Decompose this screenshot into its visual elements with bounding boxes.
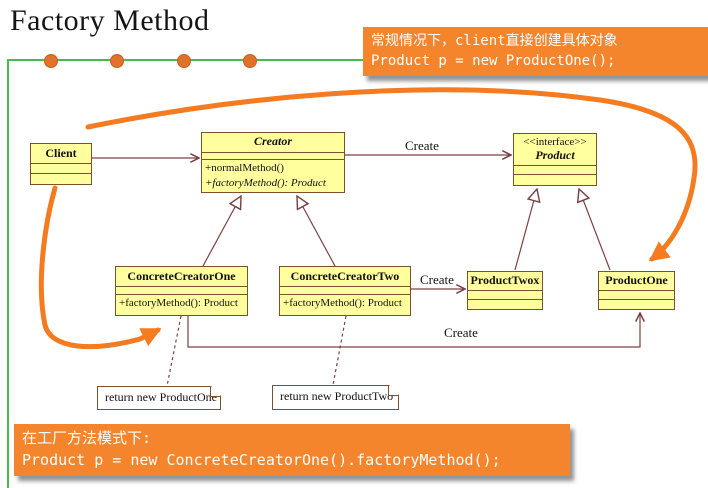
- class-concretecreatortwo-attrs: [280, 286, 410, 294]
- class-creator: Creator +normalMethod() +factoryMethod()…: [201, 132, 345, 193]
- generalization-producttwox-product: [514, 189, 537, 271]
- generalization-creatorone-creator: [202, 196, 241, 267]
- generalization-creatortwo-creator: [297, 196, 336, 267]
- note-link-creatorone: [166, 315, 182, 387]
- class-producttwox-attrs: [468, 290, 542, 299]
- callout-bottom-line2: Product p = new ConcreteCreatorOne().fac…: [22, 450, 501, 469]
- class-concretecreatorone: ConcreteCreatorOne +factoryMethod(): Pro…: [115, 266, 248, 316]
- bullet-dot-icon: [243, 54, 257, 68]
- callout-factory-method: 在工厂方法模式下: Product p = new ConcreteCreato…: [14, 424, 570, 476]
- bullet-dot-icon: [177, 54, 191, 68]
- note-return-productone: return new ProductOne: [97, 386, 221, 410]
- class-creator-attrs: [202, 151, 344, 160]
- class-concretecreatorone-attrs: [116, 286, 247, 294]
- class-concretecreatortwo-name: ConcreteCreatorTwo: [290, 268, 400, 283]
- class-client-attrs: [31, 163, 91, 173]
- green-horizontal-rule: [8, 59, 708, 61]
- class-concretecreatorone-name: ConcreteCreatorOne: [127, 268, 236, 283]
- class-client: Client: [30, 143, 92, 185]
- class-product-interface: <<interface>> Product: [513, 133, 597, 186]
- class-creator-name: Creator: [253, 134, 292, 149]
- method-normalmethod: +normalMethod(): [205, 162, 284, 175]
- note-link-creatortwo: [332, 315, 347, 386]
- class-client-methods: [31, 173, 91, 184]
- class-producttwox-methods: [468, 299, 542, 309]
- edge-label-create-bottom: Create: [444, 325, 478, 340]
- bullet-dot-icon: [110, 54, 124, 68]
- note-return-producttwo: return new ProductTwo: [272, 385, 399, 410]
- class-creator-methods: +normalMethod() +factoryMethod(): Produc…: [202, 159, 344, 192]
- callout-top-line2: Product p = new ProductOne();: [371, 53, 616, 70]
- edge-label-create-top: Create: [405, 138, 439, 153]
- callout-direct-creation: 常规情况下，client直接创建具体对象 Product p = new Pro…: [363, 27, 708, 76]
- class-productone-methods: [599, 299, 674, 309]
- green-vertical-rule: [7, 59, 9, 488]
- bullet-dot-icon: [44, 54, 58, 68]
- method-factorymethod-one: +factoryMethod(): Product: [116, 294, 247, 315]
- method-factorymethod: +factoryMethod(): Product: [205, 177, 326, 190]
- page-title: Factory Method: [10, 4, 210, 37]
- class-productone-name: ProductOne: [605, 273, 668, 288]
- class-producttwox: ProductTwox: [467, 271, 543, 310]
- class-productone: ProductOne: [598, 271, 675, 310]
- class-productone-attrs: [599, 290, 674, 299]
- edge-label-create-mid: Create: [420, 272, 454, 287]
- class-product-name: Product: [535, 147, 575, 162]
- callout-top-line1: 常规情况下，client直接创建具体对象: [371, 33, 618, 49]
- class-product-methods: [514, 174, 596, 185]
- callout-bottom-line1: 在工厂方法模式下:: [22, 429, 152, 447]
- class-product-attrs: [514, 165, 596, 174]
- assoc-creatorone-productone: [187, 313, 640, 348]
- generalization-productone-product: [579, 189, 611, 271]
- class-concretecreatortwo: ConcreteCreatorTwo +factoryMethod(): Pro…: [279, 266, 411, 316]
- class-client-name: Client: [45, 145, 77, 160]
- class-producttwox-name: ProductTwox: [470, 273, 540, 288]
- method-factorymethod-two: +factoryMethod(): Product: [280, 294, 410, 315]
